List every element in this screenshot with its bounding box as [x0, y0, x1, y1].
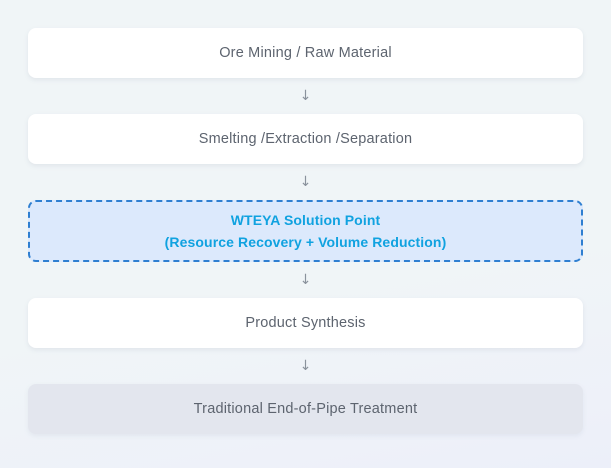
flow-node-traditional-treatment: Traditional End-of-Pipe Treatment: [28, 384, 583, 434]
arrow-down-icon: ↓: [299, 358, 312, 374]
connector-1: ↓: [28, 78, 583, 114]
connector-3: ↓: [28, 262, 583, 298]
flow-node-wteya-solution: WTEYA Solution Point (Resource Recovery …: [28, 200, 583, 262]
flow-node-label: Traditional End-of-Pipe Treatment: [193, 400, 418, 417]
flow-node-label: Smelting /Extraction /Separation: [198, 130, 413, 147]
flow-node-ore-mining: Ore Mining / Raw Material: [28, 28, 583, 78]
flow-node-label: Ore Mining / Raw Material: [219, 44, 392, 61]
highlight-title: WTEYA Solution Point: [230, 211, 381, 228]
flow-node-label: Product Synthesis: [245, 314, 366, 331]
connector-4: ↓: [28, 348, 583, 384]
arrow-down-icon: ↓: [299, 174, 312, 190]
flow-node-product-synthesis: Product Synthesis: [28, 298, 583, 348]
flow-node-smelting: Smelting /Extraction /Separation: [28, 114, 583, 164]
connector-2: ↓: [28, 164, 583, 200]
highlight-subtitle: (Resource Recovery + Volume Reduction): [164, 234, 447, 250]
arrow-down-icon: ↓: [299, 272, 312, 288]
arrow-down-icon: ↓: [299, 88, 312, 104]
